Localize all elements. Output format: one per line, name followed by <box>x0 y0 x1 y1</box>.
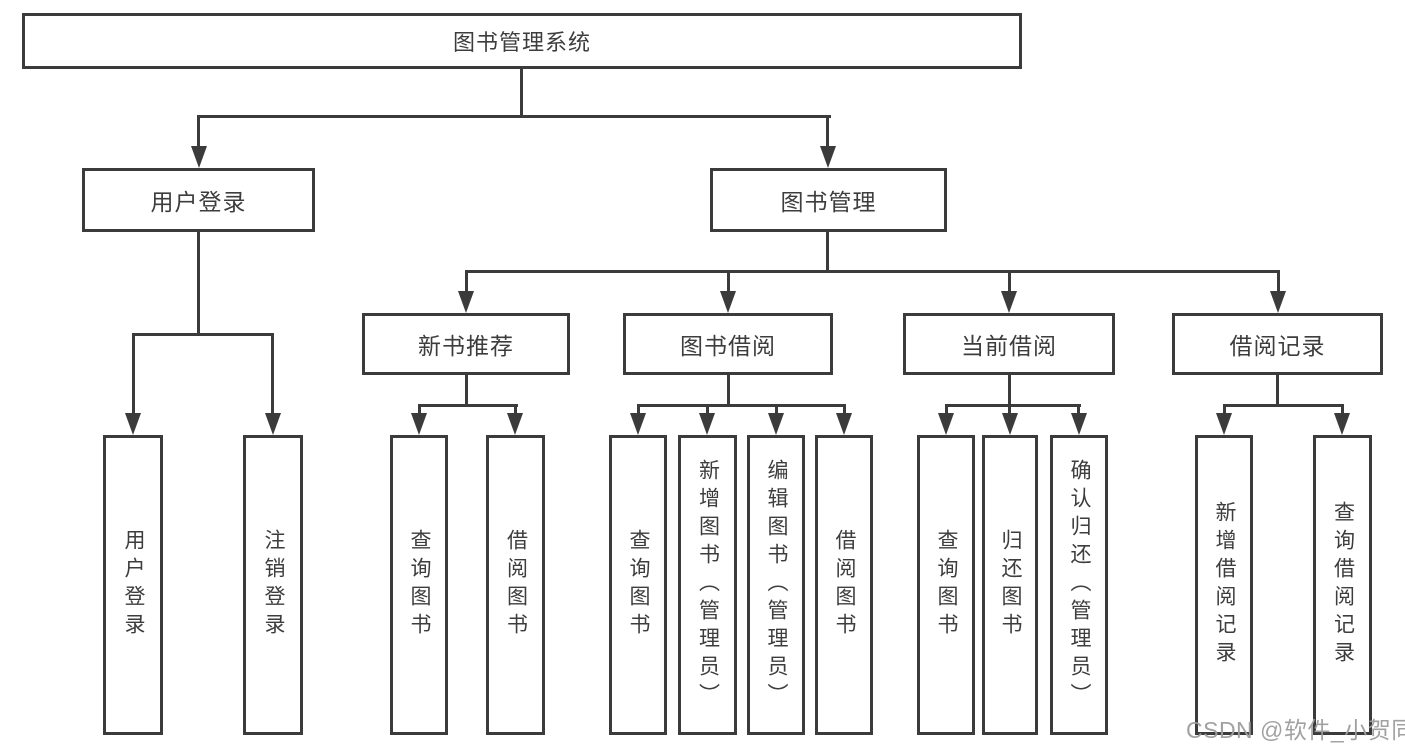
node-current-borrowing-label: 当前借阅 <box>961 333 1057 359</box>
connector-line <box>520 69 523 118</box>
leaf-return-book-label: 归还图书 <box>999 529 1023 641</box>
leaf-borrow-books-recommend: 借阅图书 <box>486 435 545 735</box>
arrow-down-icon <box>458 291 474 313</box>
connector-line <box>1008 375 1011 407</box>
arrow-down-icon <box>720 291 736 313</box>
connector-line <box>1277 270 1280 293</box>
leaf-query-books-current: 查询图书 <box>917 435 975 735</box>
leaf-edit-book-admin-label: 编辑图书（管理员） <box>765 459 789 711</box>
connector-line <box>1223 404 1226 415</box>
connector-line <box>514 404 517 415</box>
arrow-down-icon <box>1334 413 1350 435</box>
arrow-down-icon <box>768 413 784 435</box>
connector-line <box>132 333 274 336</box>
leaf-query-books-borrowing: 查询图书 <box>609 435 667 735</box>
arrow-down-icon <box>1270 291 1286 313</box>
connector-line <box>465 375 468 407</box>
leaf-add-borrow-record-label: 新增借阅记录 <box>1213 501 1237 669</box>
connector-line <box>727 375 730 407</box>
arrow-down-icon <box>699 413 715 435</box>
leaf-add-book-admin: 新增图书（管理员） <box>678 435 737 735</box>
node-user-login-label: 用户登录 <box>150 189 247 215</box>
connector-line <box>1276 375 1279 407</box>
arrow-down-icon <box>507 413 523 435</box>
arrow-down-icon <box>1002 413 1018 435</box>
node-book-management-label: 图书管理 <box>780 189 877 215</box>
leaf-query-books-recommend-label: 查询图书 <box>408 529 432 641</box>
leaf-logout: 注销登录 <box>243 435 303 735</box>
connector-line <box>1223 404 1344 407</box>
node-root: 图书管理系统 <box>22 13 1022 69</box>
leaf-query-borrow-record-label: 查询借阅记录 <box>1331 501 1355 669</box>
leaf-query-borrow-record: 查询借阅记录 <box>1313 435 1372 735</box>
arrow-down-icon <box>125 413 141 435</box>
leaf-user-login: 用户登录 <box>103 435 163 735</box>
leaf-logout-label: 注销登录 <box>262 529 286 641</box>
connector-line <box>826 115 829 148</box>
arrow-down-icon <box>265 413 281 435</box>
csdn-watermark: CSDN @软件_小贺同学 <box>1186 717 1405 743</box>
connector-line <box>637 404 640 415</box>
leaf-query-books-current-label: 查询图书 <box>935 529 959 641</box>
connector-line <box>1077 404 1080 415</box>
node-user-login: 用户登录 <box>82 168 315 232</box>
arrow-down-icon <box>191 146 207 168</box>
connector-line <box>418 404 421 415</box>
connector-line <box>826 232 829 273</box>
leaf-query-books-recommend: 查询图书 <box>390 435 448 735</box>
connector-line <box>197 115 831 118</box>
connector-line <box>465 270 1279 273</box>
arrow-down-icon <box>820 146 836 168</box>
arrow-down-icon <box>1001 291 1017 313</box>
node-book-borrowing: 图书借阅 <box>623 313 833 375</box>
connector-line <box>271 333 274 415</box>
arrow-down-icon <box>1071 413 1087 435</box>
leaf-borrow-book: 借阅图书 <box>815 435 873 735</box>
node-borrowing-records-label: 借阅记录 <box>1229 333 1326 359</box>
connector-line <box>945 404 1081 407</box>
arrow-down-icon <box>630 413 646 435</box>
connector-line <box>775 404 778 415</box>
connector-line <box>1008 270 1011 293</box>
connector-line <box>706 404 709 415</box>
connector-line <box>727 270 730 293</box>
arrow-down-icon <box>1216 413 1232 435</box>
connector-line <box>1341 404 1344 415</box>
node-current-borrowing: 当前借阅 <box>903 313 1115 375</box>
node-borrowing-records: 借阅记录 <box>1172 313 1383 375</box>
leaf-edit-book-admin: 编辑图书（管理员） <box>747 435 805 735</box>
node-book-management: 图书管理 <box>710 168 947 232</box>
arrow-down-icon <box>411 413 427 435</box>
leaf-return-book: 归还图书 <box>982 435 1038 735</box>
connector-line <box>197 115 200 148</box>
leaf-add-book-admin-label: 新增图书（管理员） <box>696 459 720 711</box>
leaf-borrow-book-label: 借阅图书 <box>833 529 857 641</box>
connector-line <box>945 404 948 415</box>
connector-line <box>637 404 846 407</box>
connector-line <box>418 404 518 407</box>
leaf-borrow-books-recommend-label: 借阅图书 <box>504 529 528 641</box>
node-root-label: 图书管理系统 <box>452 30 591 55</box>
connector-line <box>197 232 200 335</box>
connector-line <box>132 333 135 415</box>
node-new-book-recommend-label: 新书推荐 <box>418 333 514 359</box>
leaf-query-books-borrowing-label: 查询图书 <box>627 529 651 641</box>
leaf-add-borrow-record: 新增借阅记录 <box>1195 435 1253 735</box>
leaf-confirm-return-admin: 确认归还（管理员） <box>1050 435 1108 735</box>
node-book-borrowing-label: 图书借阅 <box>680 333 776 359</box>
connector-line <box>1008 404 1011 415</box>
leaf-user-login-label: 用户登录 <box>122 529 146 641</box>
connector-line <box>843 404 846 415</box>
leaf-confirm-return-admin-label: 确认归还（管理员） <box>1068 459 1092 711</box>
connector-line <box>465 270 468 293</box>
node-new-book-recommend: 新书推荐 <box>362 313 570 375</box>
arrow-down-icon <box>836 413 852 435</box>
arrow-down-icon <box>938 413 954 435</box>
